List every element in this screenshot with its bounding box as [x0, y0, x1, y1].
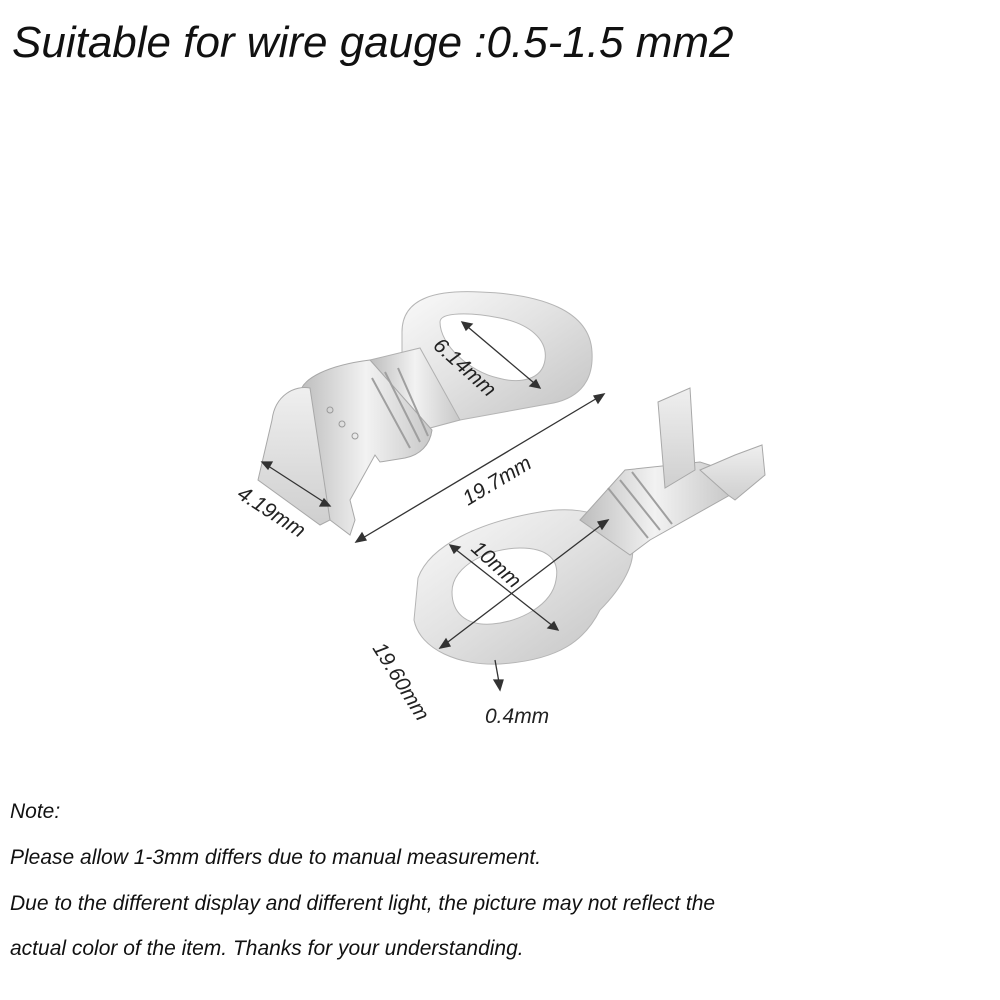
note-heading: Note:	[10, 800, 61, 823]
upper-left-wall	[257, 386, 331, 526]
upper-terminal	[257, 291, 593, 536]
title: Suitable for wire gauge :0.5-1.5 mm2	[12, 18, 734, 67]
lower-ridges	[607, 471, 673, 539]
lower-terminal	[413, 387, 766, 665]
note-line-3: actual color of the item. Thanks for you…	[10, 937, 524, 960]
upper-ridges	[371, 367, 429, 449]
upper-crimp-barrel	[299, 359, 433, 536]
dim-thickness: 0.4mm	[485, 705, 549, 728]
dim-ring-width: 19.60mm	[368, 638, 434, 724]
note-line-1: Please allow 1-3mm differs due to manual…	[10, 846, 542, 869]
note-line-2: Due to the different display and differe…	[10, 892, 716, 915]
lower-right-wall	[699, 444, 766, 501]
dim-overall-length: 19.7mm	[459, 452, 536, 511]
dimension-lines	[260, 321, 610, 692]
lower-left-wall	[657, 387, 696, 489]
